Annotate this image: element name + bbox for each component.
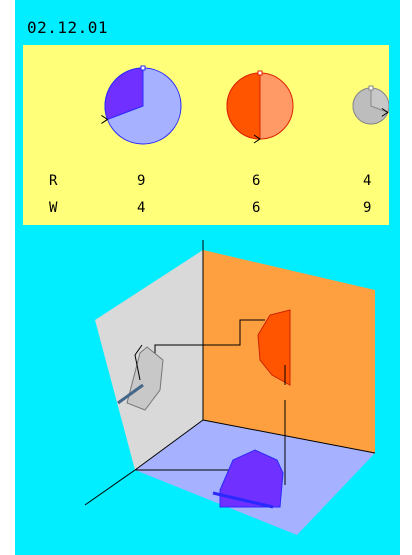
pie-arrow bbox=[381, 107, 389, 117]
w-value-3: 9 bbox=[363, 200, 372, 216]
gray-segment bbox=[126, 346, 164, 411]
w-value-1: 4 bbox=[137, 200, 146, 216]
date-title: 02.12.01 bbox=[27, 18, 109, 37]
pie-arrow bbox=[101, 115, 109, 124]
3d-scene bbox=[84, 240, 376, 535]
r-value-1: 9 bbox=[137, 173, 146, 189]
pie-chart-area bbox=[101, 65, 389, 145]
pie-handle[interactable] bbox=[257, 70, 263, 76]
pie-arrow bbox=[253, 134, 261, 144]
gray-segment-edge bbox=[117, 383, 144, 405]
r-value-3: 4 bbox=[363, 173, 372, 189]
projection-line-1 bbox=[154, 319, 265, 365]
pie-slice-dark bbox=[352, 87, 389, 125]
pie-panel: R 9 6 4 W 4 6 9 bbox=[23, 45, 389, 225]
pie-handle[interactable] bbox=[140, 65, 146, 71]
pie-handle[interactable] bbox=[368, 85, 374, 91]
orange-segment bbox=[257, 309, 291, 386]
row-label-r: R bbox=[49, 173, 58, 189]
pie-orange-icon[interactable] bbox=[226, 70, 294, 144]
blue-segment-edge bbox=[212, 491, 274, 509]
app-window: 02.12.01 R 9 6 4 W 4 6 9 bbox=[15, 0, 400, 555]
pie-slice-dark bbox=[104, 67, 144, 121]
left-axis-extension bbox=[84, 469, 136, 506]
pie-blue-icon[interactable] bbox=[101, 65, 182, 145]
blue-segment bbox=[219, 449, 284, 508]
w-value-2: 6 bbox=[252, 200, 261, 216]
left-axis bbox=[134, 419, 204, 471]
gray-arrow bbox=[134, 344, 143, 381]
right-axis bbox=[202, 419, 376, 454]
pie-gray-icon[interactable] bbox=[352, 85, 389, 125]
r-value-2: 6 bbox=[252, 173, 261, 189]
row-label-w: W bbox=[49, 200, 58, 216]
pie-slice-dark bbox=[226, 72, 261, 140]
